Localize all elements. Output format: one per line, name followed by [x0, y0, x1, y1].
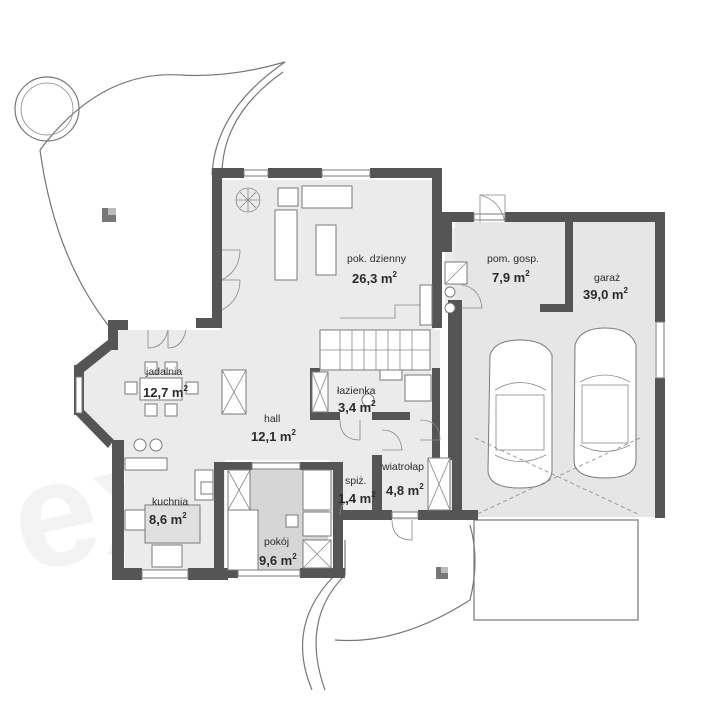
toilet-icon: [361, 393, 375, 407]
garage-cars: [474, 327, 641, 516]
label-vestibule: wiatrołap: [381, 461, 424, 473]
dining-table: [139, 377, 183, 401]
label-garage: garaż: [594, 272, 620, 284]
label-living: pok. dzienny: [347, 253, 407, 265]
area-hall: 12,1 m2: [251, 428, 296, 444]
doors: [147, 194, 506, 541]
stairs: [319, 304, 432, 371]
living-furniture: [235, 185, 353, 281]
car-left-icon: [487, 339, 553, 489]
sink-icon: [151, 544, 183, 568]
car-right-icon: [573, 327, 637, 479]
label-room: pokój: [264, 536, 289, 548]
windows: [75, 169, 665, 579]
label-utility: pom. gosp.: [487, 253, 539, 265]
walls: [74, 168, 665, 580]
room-furniture: [227, 469, 332, 571]
label-bathroom: łazienka: [337, 385, 376, 397]
utility-fittings: [419, 261, 468, 326]
label-kitchen: kuchnia: [152, 496, 188, 508]
area-pantry: 1,4 m2: [338, 490, 376, 506]
area-bathroom: 3,4 m2: [338, 399, 376, 415]
round-table: [14, 76, 80, 142]
area-vestibule: 4,8 m2: [386, 482, 424, 498]
sofa: [274, 209, 298, 281]
coffee-table: [315, 224, 337, 276]
stove-icon: [124, 509, 148, 531]
area-kitchen: 8,6 m2: [149, 511, 187, 527]
bed: [227, 509, 259, 571]
vestibule-fittings: [427, 457, 451, 511]
area-utility: 7,9 m2: [492, 269, 530, 285]
boiler-icon: [444, 286, 456, 298]
label-pantry: spiż.: [345, 475, 367, 487]
shower-icon: [404, 374, 432, 402]
room-labels: pok. dzienny 26,3 m2 pom. gosp. 7,9 m2 g…: [143, 253, 628, 568]
area-room: 9,6 m2: [259, 552, 297, 568]
kitchen-fittings: [124, 457, 214, 568]
garden-terrace: [14, 61, 286, 331]
dining-furniture: [124, 361, 247, 452]
bathroom-fittings: [311, 369, 432, 413]
label-dining: jadalnia: [145, 366, 182, 378]
area-garage: 39,0 m2: [583, 286, 628, 302]
driveway: [473, 519, 639, 621]
area-living: 26,3 m2: [352, 270, 397, 286]
entrance-path: [301, 524, 476, 691]
label-hall: hall: [264, 413, 280, 425]
area-dining: 12,7 m2: [143, 384, 188, 400]
